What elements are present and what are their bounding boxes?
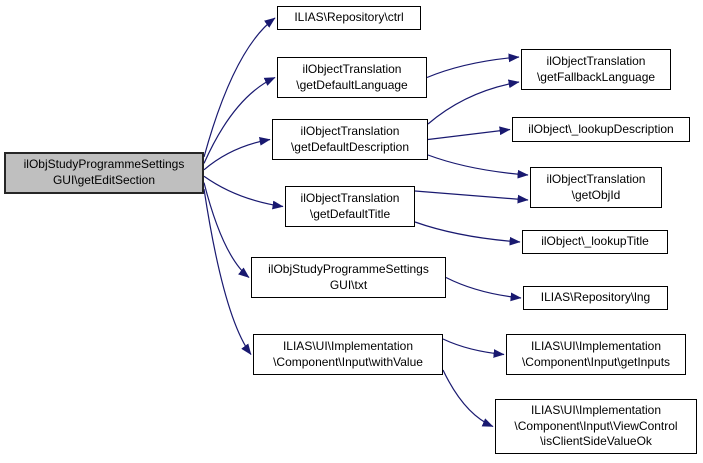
node-label: ilObjectTranslation \getFallbackLanguage <box>536 53 656 84</box>
node-getFallbackLanguage[interactable]: ilObjectTranslation \getFallbackLanguage <box>521 49 671 90</box>
node-ctrl[interactable]: ILIAS\Repository\ctrl <box>277 6 421 30</box>
edge-getEditSection-getDefaultTitle <box>203 175 284 210</box>
edge-getEditSection-txt <box>203 182 250 278</box>
edge-getEditSection-getDefaultDescription <box>203 136 271 171</box>
node-getDefaultDescription[interactable]: ilObjectTranslation \getDefaultDescripti… <box>272 119 428 160</box>
node-label: ILIAS\UI\Implementation \Component\Input… <box>514 402 678 449</box>
node-lookupTitle[interactable]: ilObject\_lookupTitle <box>522 230 668 254</box>
edge-getEditSection-ctrl <box>203 17 276 158</box>
edge-getDefaultTitle-lookupTitle <box>414 221 521 246</box>
node-label: ilObjStudyProgrammeSettings GUI\getEditS… <box>23 157 185 187</box>
edge-withValue-isClientSideValueOk <box>442 369 494 428</box>
node-label: ilObject\_lookupDescription <box>528 121 674 136</box>
node-getDefaultTitle[interactable]: ilObjectTranslation \getDefaultTitle <box>285 186 415 227</box>
edge-withValue-getInputs <box>442 338 505 358</box>
node-label: ilObjStudyProgrammeSettings GUI\txt <box>268 261 429 292</box>
edge-getEditSection-getDefaultLanguage <box>203 76 276 164</box>
node-getDefaultLanguage[interactable]: ilObjectTranslation \getDefaultLanguage <box>277 57 427 98</box>
node-label: ilObjectTranslation \getDefaultDescripti… <box>290 123 410 154</box>
edge-getDefaultTitle-getObjId <box>414 190 529 204</box>
edge-getDefaultDescription-lookupDescription <box>427 126 511 141</box>
edge-getEditSection-withValue <box>203 188 252 355</box>
node-getObjId[interactable]: ilObjectTranslation \getObjId <box>530 167 662 208</box>
node-lookupDescription[interactable]: ilObject\_lookupDescription <box>512 117 690 142</box>
edge-getDefaultLanguage-getFallbackLanguage <box>426 53 520 79</box>
node-isClientSideValueOk[interactable]: ILIAS\UI\Implementation \Component\Input… <box>495 399 697 454</box>
node-label: ILIAS\UI\Implementation \Component\Input… <box>273 338 423 369</box>
node-label: ilObject\_lookupTitle <box>541 234 649 249</box>
node-lng[interactable]: ILIAS\Repository\lng <box>523 286 668 310</box>
node-label: ilObjectTranslation \getDefaultTitle <box>300 190 400 221</box>
node-getEditSection: ilObjStudyProgrammeSettings GUI\getEditS… <box>4 152 204 194</box>
edge-getDefaultDescription-getFallbackLanguage <box>427 79 520 125</box>
node-txt[interactable]: ilObjStudyProgrammeSettings GUI\txt <box>251 257 446 298</box>
node-label: ILIAS\Repository\lng <box>540 290 651 305</box>
node-label: ilObjectTranslation \getDefaultLanguage <box>296 61 408 92</box>
node-label: ILIAS\Repository\ctrl <box>294 10 404 25</box>
edge-txt-lng <box>445 276 522 302</box>
node-label: ilObjectTranslation \getObjId <box>546 171 646 202</box>
node-withValue[interactable]: ILIAS\UI\Implementation \Component\Input… <box>253 334 443 375</box>
node-getInputs[interactable]: ILIAS\UI\Implementation \Component\Input… <box>506 334 686 375</box>
node-label: ILIAS\UI\Implementation \Component\Input… <box>521 338 671 369</box>
edge-getDefaultDescription-getObjId <box>427 154 529 179</box>
